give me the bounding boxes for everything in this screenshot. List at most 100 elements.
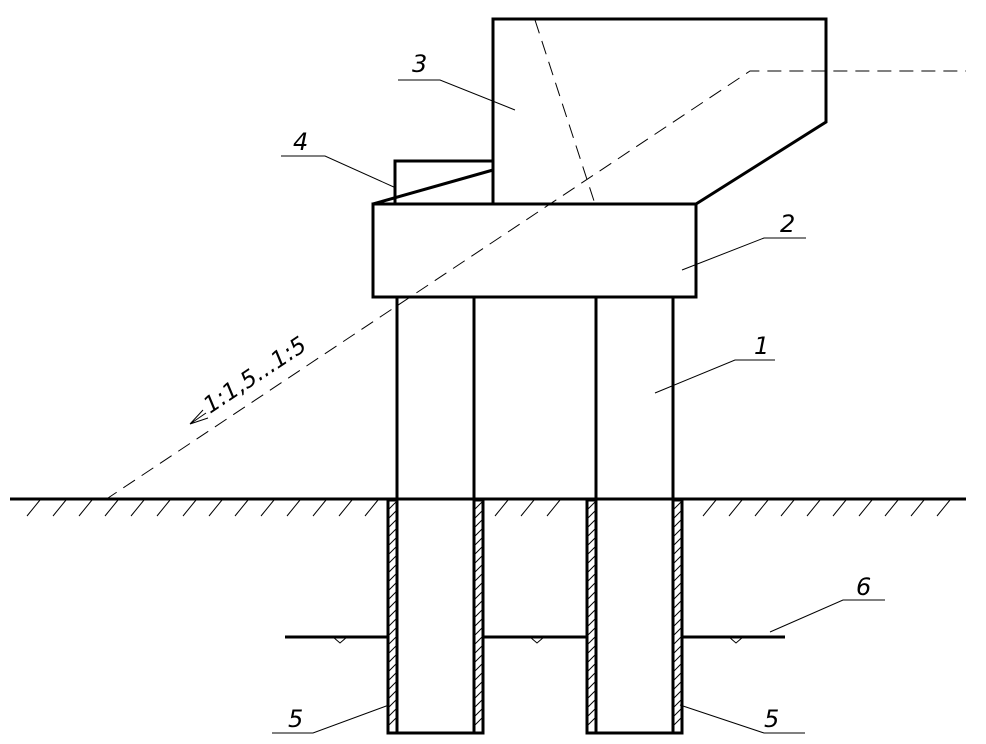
- casing-hatch-stroke: [586, 563, 597, 574]
- leader-4: [281, 155, 397, 189]
- casing-hatch-stroke: [672, 518, 683, 529]
- label-wall: 3: [412, 50, 427, 78]
- casing-right: [585, 498, 684, 735]
- casing-hatch-stroke: [586, 545, 597, 556]
- casing-hatch-stroke: [586, 635, 597, 646]
- ground-hatch-stroke: [702, 499, 717, 517]
- ground-hatch-stroke: [910, 499, 925, 517]
- casing-hatch-stroke: [586, 608, 597, 619]
- casing-hatch-stroke: [387, 680, 398, 691]
- ground-hatch-stroke: [104, 499, 119, 517]
- label-casing-left: 5: [288, 705, 303, 733]
- ground-hatch-stroke: [312, 499, 327, 517]
- abutment-wall: [491, 17, 828, 206]
- casing-hatch-stroke: [473, 716, 484, 727]
- casing-hatching: [387, 500, 683, 727]
- ground-hatch-stroke: [806, 499, 821, 517]
- casing-hatch-stroke: [387, 527, 398, 538]
- casing-hatch-stroke: [672, 653, 683, 664]
- pile-right: [594, 297, 675, 735]
- casing-left: [386, 498, 485, 735]
- casing-hatch-stroke: [586, 626, 597, 637]
- water-level-line: [285, 635, 785, 644]
- casing-hatch-stroke: [473, 689, 484, 700]
- casing-hatch-stroke: [387, 707, 398, 718]
- casing-hatch-stroke: [387, 653, 398, 664]
- casing-hatch-stroke: [586, 707, 597, 718]
- casing-hatch-stroke: [387, 536, 398, 547]
- ground-hatch-stroke: [52, 499, 67, 517]
- casing-hatch-stroke: [672, 554, 683, 565]
- casing-hatch-stroke: [473, 617, 484, 628]
- casing-hatch-stroke: [473, 662, 484, 673]
- casing-hatch-stroke: [672, 599, 683, 610]
- casing-hatch-stroke: [672, 635, 683, 646]
- casing-hatch-stroke: [672, 617, 683, 628]
- casing-hatch-stroke: [473, 581, 484, 592]
- ground-hatch-stroke: [936, 499, 951, 517]
- casing-hatch-stroke: [672, 536, 683, 547]
- label-console: 4: [293, 128, 308, 156]
- slope-ratio-label: 1:1,5...1:5: [199, 332, 312, 419]
- casing-hatch-stroke: [473, 536, 484, 547]
- casing-hatch-stroke: [473, 707, 484, 718]
- casing-hatch-stroke: [387, 590, 398, 601]
- casing-hatch-stroke: [473, 671, 484, 682]
- casing-hatch-stroke: [387, 500, 398, 511]
- casing-hatch-stroke: [672, 698, 683, 709]
- casing-hatch-stroke: [672, 716, 683, 727]
- ground-hatching: [26, 499, 951, 517]
- casing-hatch-stroke: [473, 626, 484, 637]
- casing-hatch-stroke: [473, 653, 484, 664]
- casing-hatch-stroke: [473, 644, 484, 655]
- wall-inner-dashed-line: [534, 19, 596, 205]
- casing-hatch-stroke: [387, 518, 398, 529]
- leader-6: [769, 599, 885, 633]
- casing-hatch-stroke: [586, 653, 597, 664]
- casing-hatch-stroke: [387, 608, 398, 619]
- ground-hatch-stroke: [338, 499, 353, 517]
- casing-hatch-stroke: [586, 590, 597, 601]
- ground-hatch-stroke: [884, 499, 899, 517]
- casing-hatch-stroke: [672, 671, 683, 682]
- ground-hatch-stroke: [130, 499, 145, 517]
- casing-hatch-stroke: [586, 689, 597, 700]
- casing-hatch-stroke: [473, 509, 484, 520]
- casing-hatch-stroke: [586, 572, 597, 583]
- casing-hatch-stroke: [672, 680, 683, 691]
- casing-hatch-stroke: [473, 518, 484, 529]
- casing-hatch-stroke: [672, 509, 683, 520]
- casing-hatch-stroke: [672, 662, 683, 673]
- ground-hatch-stroke: [728, 499, 743, 517]
- casing-hatch-stroke: [387, 617, 398, 628]
- casing-hatch-stroke: [586, 662, 597, 673]
- ground-hatch-stroke: [156, 499, 171, 517]
- console-block: [393, 159, 493, 204]
- ground-hatch-stroke: [520, 499, 535, 517]
- casing-hatch-stroke: [672, 644, 683, 655]
- slope-arrow: [189, 409, 209, 425]
- casing-hatch-stroke: [473, 572, 484, 583]
- casing-hatch-stroke: [387, 509, 398, 520]
- casing-hatch-stroke: [473, 527, 484, 538]
- casing-hatch-stroke: [586, 581, 597, 592]
- casing-hatch-stroke: [387, 626, 398, 637]
- casing-hatch-stroke: [387, 599, 398, 610]
- casing-hatch-stroke: [672, 689, 683, 700]
- casing-hatch-stroke: [586, 536, 597, 547]
- casing-hatch-stroke: [387, 671, 398, 682]
- ground-hatch-stroke: [546, 499, 561, 517]
- casing-hatch-stroke: [672, 626, 683, 637]
- casing-hatch-stroke: [586, 509, 597, 520]
- casing-hatch-stroke: [473, 500, 484, 511]
- casing-hatch-stroke: [387, 572, 398, 583]
- casing-hatch-stroke: [586, 599, 597, 610]
- casing-hatch-stroke: [387, 716, 398, 727]
- casing-hatch-stroke: [473, 554, 484, 565]
- casing-hatch-stroke: [586, 518, 597, 529]
- casing-hatch-stroke: [473, 680, 484, 691]
- casing-hatch-stroke: [387, 563, 398, 574]
- casing-hatch-stroke: [473, 563, 484, 574]
- pile-cap: [371, 202, 698, 299]
